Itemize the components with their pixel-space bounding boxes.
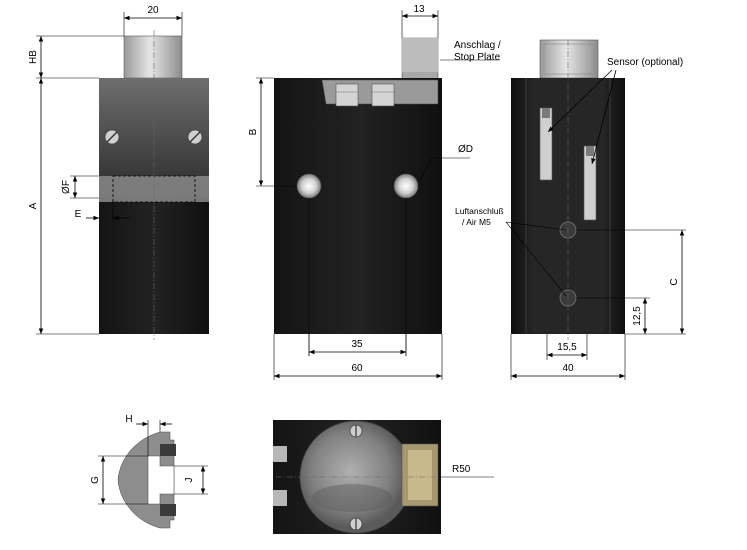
rod — [539, 39, 599, 79]
mounting-hole — [393, 173, 419, 199]
mounting-hole — [296, 173, 322, 199]
sensor — [583, 145, 597, 221]
screw-icon — [187, 129, 203, 145]
sensor-label: Sensor (optional) — [607, 57, 683, 68]
body — [274, 78, 442, 334]
dim-b: B — [248, 128, 259, 135]
dim-12-5: 12,5 — [632, 306, 643, 326]
dim-hb: HB — [28, 50, 39, 64]
dim-r50: R50 — [452, 464, 471, 475]
t-slot-detail: H G J — [90, 414, 208, 529]
dim-j: J — [184, 478, 195, 483]
dim-15-5: 15,5 — [557, 342, 577, 353]
sensor — [539, 107, 553, 181]
dim-35: 35 — [351, 339, 363, 350]
rod — [123, 35, 183, 79]
dim-g: G — [90, 476, 101, 484]
front-view: 20 HB A ØF E — [28, 5, 209, 340]
air-label-de: Luftanschluß — [455, 206, 504, 216]
screw-icon — [349, 517, 363, 531]
dim-d: ØD — [458, 144, 473, 155]
dim-13: 13 — [413, 4, 425, 15]
side-view: Sensor (optional) Luftanschluß / Air M5 … — [455, 39, 686, 380]
dim-20: 20 — [147, 5, 159, 16]
dim-40: 40 — [562, 363, 574, 374]
dim-h: H — [125, 414, 132, 425]
dim-60: 60 — [351, 363, 363, 374]
stop-plate-label-de: Anschlag / — [454, 40, 501, 51]
stop-plate-label-en: Stop Plate — [454, 52, 501, 63]
dim-a: A — [28, 202, 39, 209]
middle-view: 13 Anschlag / Stop Plate B ØD 35 60 — [248, 4, 501, 380]
air-label-en: / Air M5 — [462, 217, 491, 227]
dim-f: ØF — [61, 180, 72, 194]
screw-icon — [349, 424, 363, 438]
screw-icon — [104, 129, 120, 145]
dim-e: E — [75, 209, 82, 220]
dim-c: C — [669, 278, 680, 285]
top-view: R50 — [273, 420, 494, 534]
